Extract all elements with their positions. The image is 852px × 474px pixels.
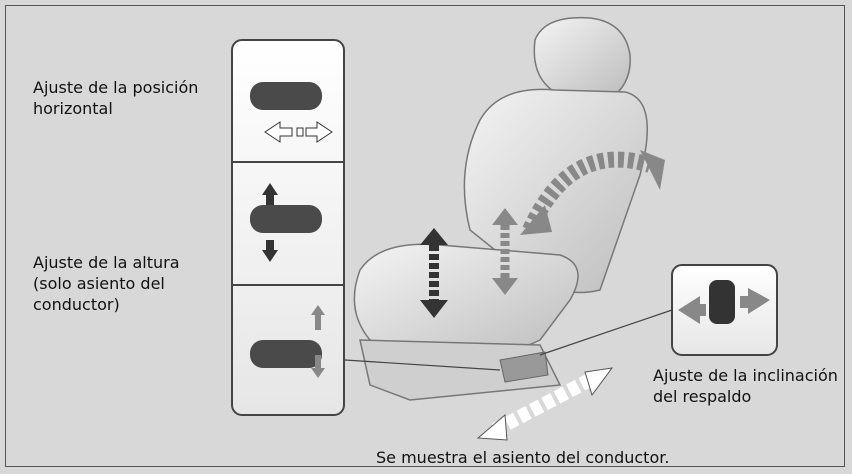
lever-icon	[250, 305, 325, 378]
recline-knob-panel	[671, 264, 778, 356]
label-height-adjustment: Ajuste de la altura (solo asiento del co…	[33, 253, 180, 314]
caption: Se muestra el asiento del conductor.	[376, 448, 670, 467]
recline-arrow-icon	[520, 150, 665, 235]
slide-arrow-icon	[476, 367, 614, 441]
cushion-height-arrow-icon	[420, 208, 518, 318]
lever-icon	[250, 82, 333, 143]
leader-line	[539, 309, 673, 356]
lever-panel-group	[231, 39, 345, 416]
lever-icon	[250, 183, 322, 262]
label-recline-adjustment: Ajuste de la inclinación del respaldo	[653, 366, 838, 406]
recline-knob-icon	[678, 280, 770, 324]
leader-line	[344, 359, 501, 371]
seat-illustration	[353, 16, 649, 401]
label-horizontal-adjustment: Ajuste de la posición horizontal	[33, 78, 199, 118]
